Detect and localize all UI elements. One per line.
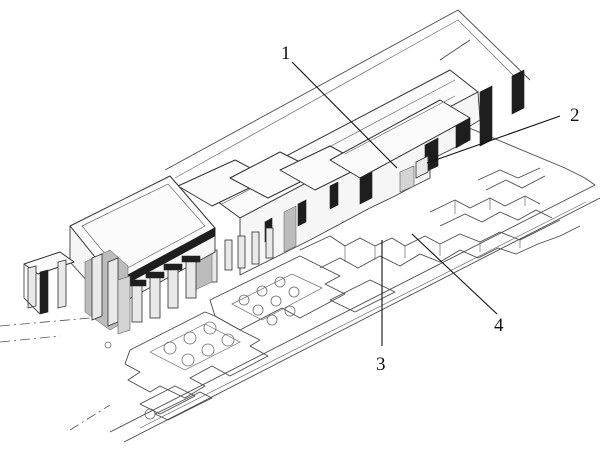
callout-labels: 1 2 3 4 xyxy=(281,43,580,375)
callout-label-3: 3 xyxy=(376,354,386,375)
leader-line-2 xyxy=(426,115,561,164)
callout-label-2: 2 xyxy=(570,105,580,126)
callout-label-4: 4 xyxy=(494,315,504,336)
leader-line-4 xyxy=(411,233,498,315)
axis-line xyxy=(0,335,61,343)
portico-block xyxy=(23,175,216,349)
hall-block xyxy=(177,69,525,291)
callout-leaders xyxy=(291,61,561,346)
shrine-box xyxy=(399,165,415,193)
axis-line xyxy=(0,317,91,327)
callout-label-1: 1 xyxy=(281,43,291,64)
leader-line-1 xyxy=(291,61,398,169)
temple-ground-plan xyxy=(0,9,600,443)
